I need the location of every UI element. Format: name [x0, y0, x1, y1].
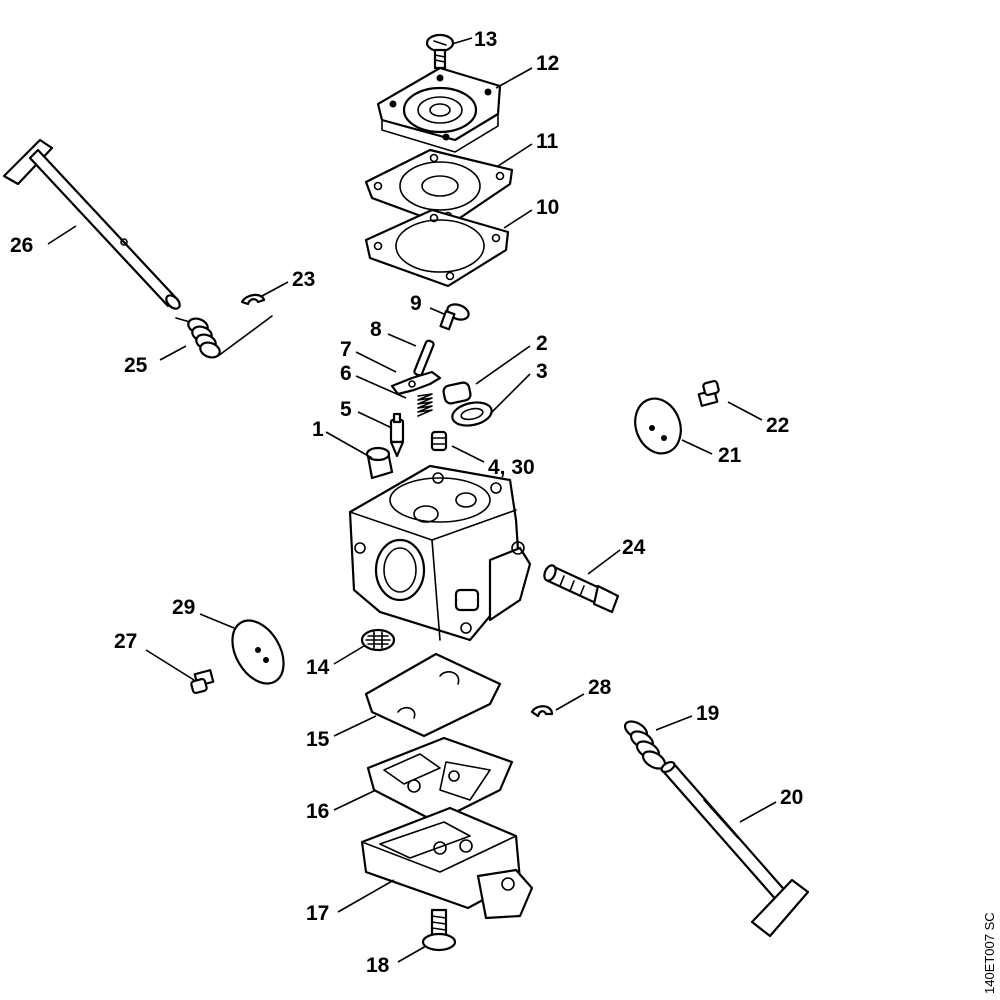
label-13: 13	[474, 28, 497, 51]
label-23: 23	[292, 268, 315, 291]
label-26: 26	[10, 234, 33, 257]
part-16-metering-diaphragm	[366, 736, 514, 824]
label-27: 27	[114, 630, 137, 653]
part-25-torsion-spring	[175, 315, 273, 359]
part-24-adjusting-screw	[543, 564, 620, 614]
label-18: 18	[366, 954, 390, 977]
part-22-screw	[697, 379, 720, 407]
label-22: 22	[766, 414, 789, 437]
label-2: 2	[536, 332, 548, 355]
label-25: 25	[124, 354, 148, 377]
part-5-inlet-needle	[389, 412, 405, 458]
part-27-screw	[190, 669, 215, 695]
label-9: 9	[410, 292, 422, 315]
part-19-spring	[623, 720, 667, 770]
part-18-screw	[421, 908, 457, 952]
part-21-throttle-shutter	[634, 397, 682, 455]
label-24: 24	[622, 536, 646, 559]
part-10-gasket	[364, 208, 510, 288]
label-7: 7	[340, 338, 352, 361]
part-11-pump-diaphragm	[364, 148, 514, 228]
part-17-end-cover	[360, 806, 534, 920]
part-14-strainer	[360, 628, 396, 652]
label-4-30: 4, 30	[488, 456, 535, 479]
part-20-choke-shaft	[660, 760, 810, 938]
part-28-e-clip	[530, 705, 554, 718]
part-23-e-clip	[240, 293, 266, 306]
part-6-spring	[417, 393, 433, 417]
label-28: 28	[588, 676, 612, 699]
part-7-inlet-control-lever	[390, 370, 442, 396]
part-8-pin	[413, 339, 435, 377]
label-19: 19	[696, 702, 719, 725]
label-1: 1	[312, 418, 324, 441]
label-29: 29	[172, 596, 195, 619]
label-10: 10	[536, 196, 559, 219]
part-15-gasket	[364, 652, 502, 738]
label-12: 12	[536, 52, 559, 75]
label-16: 16	[306, 800, 329, 823]
label-5: 5	[340, 398, 352, 421]
label-8: 8	[370, 318, 382, 341]
label-3: 3	[536, 360, 548, 383]
label-21: 21	[718, 444, 742, 467]
part-3-seal	[451, 401, 493, 427]
part-12-pump-cover	[376, 66, 502, 153]
label-6: 6	[340, 362, 352, 385]
label-17: 17	[306, 902, 329, 925]
label-14: 14	[306, 656, 330, 679]
carburetor-body	[348, 464, 532, 642]
part-4-30-jet	[430, 430, 448, 452]
leader-lines	[47, 37, 777, 963]
part-1-plug	[365, 446, 394, 480]
part-13-screw	[425, 33, 455, 70]
part-29-choke-shutter	[231, 619, 285, 685]
part-26-throttle-shaft	[2, 138, 181, 310]
drawing-code: 140ET007 SC	[982, 912, 997, 994]
part-2-cap	[442, 381, 472, 405]
part-9-screw	[439, 303, 470, 331]
label-20: 20	[780, 786, 803, 809]
label-11: 11	[536, 130, 559, 153]
label-15: 15	[306, 728, 330, 751]
